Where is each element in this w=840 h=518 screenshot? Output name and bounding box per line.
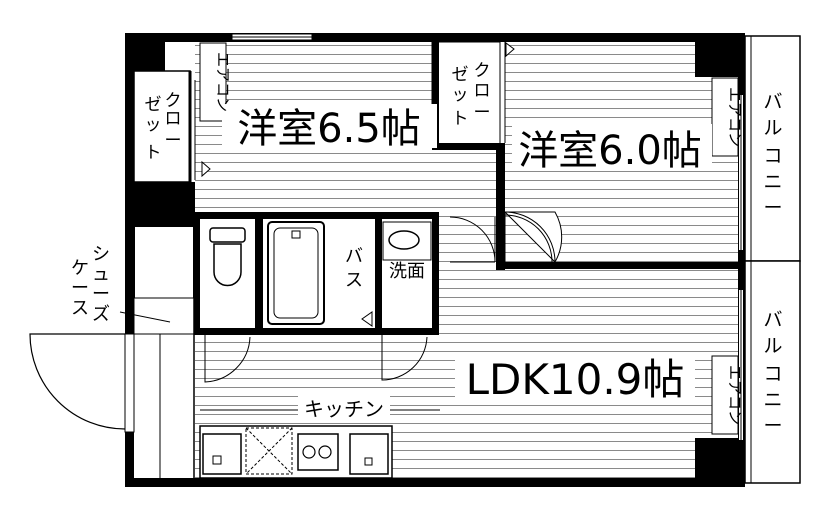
wall-toilet-bath	[255, 212, 263, 335]
outer-wall-bottom	[125, 478, 745, 487]
pillar-left-wall	[125, 182, 135, 298]
outer-wall-left-lower	[125, 432, 134, 487]
closet-mid	[431, 41, 501, 146]
balcony-upper	[744, 35, 801, 262]
closet-left-label: ク ロ ー ゼ ッ ト	[145, 91, 182, 163]
svg-text:シ: シ	[92, 244, 110, 265]
wall-bath-wash	[375, 212, 382, 335]
kitchen-sink	[202, 433, 242, 475]
pillar-top-left	[125, 33, 165, 71]
svg-text:ク: ク	[165, 91, 182, 111]
svg-text:ー: ー	[763, 197, 782, 219]
kitchen-fridge-space	[349, 433, 389, 475]
aircon-box-ldk	[711, 355, 739, 435]
room-label-western-a: 洋室6.5帖	[237, 106, 421, 152]
outer-wall-right	[738, 33, 745, 487]
shoe-case-label: シ ュ ー ズ ケ ー ス	[71, 244, 110, 325]
aircon-label-b: エアコン	[726, 87, 744, 147]
svg-text:ト: ト	[145, 143, 162, 163]
svg-text:ル: ル	[763, 117, 782, 139]
svg-text:ズ: ズ	[92, 304, 110, 325]
closet-mid-label: ク ロ ー ゼ ッ ト	[452, 61, 491, 129]
aircon-label-a: エアコン	[214, 52, 232, 112]
room-label-ldk: LDK10.9帖	[466, 355, 685, 404]
pillar-bottom-right	[695, 438, 745, 487]
washroom-label: 洗面	[389, 261, 425, 282]
wall-mid-v2	[496, 143, 505, 270]
svg-text:ゼ: ゼ	[145, 95, 162, 115]
svg-text:ト: ト	[452, 109, 469, 129]
svg-text:ュ: ュ	[92, 264, 110, 285]
shoe-case-leader	[119, 311, 171, 323]
closet-left	[133, 70, 191, 183]
outer-wall-left-upper	[125, 33, 134, 298]
floor-hall	[435, 150, 505, 262]
wall-b-ldk	[500, 262, 740, 269]
svg-text:ゼ: ゼ	[452, 65, 469, 85]
aircon-box-a	[199, 42, 227, 122]
balcony-lower	[744, 260, 801, 484]
svg-text:ニ: ニ	[763, 389, 782, 411]
svg-text:バ: バ	[763, 91, 782, 113]
wall-mid-h	[432, 143, 505, 150]
outer-wall-top	[125, 33, 745, 42]
svg-text:コ: コ	[763, 363, 782, 385]
svg-text:ー: ー	[71, 278, 89, 299]
svg-text:バ: バ	[763, 309, 782, 331]
toilet-bowl	[213, 243, 242, 287]
aircon-box-b	[711, 77, 739, 157]
wall-mid-v1	[432, 42, 439, 150]
shoe-case	[133, 297, 195, 335]
svg-text:ケ: ケ	[71, 258, 89, 279]
door-toilet	[204, 335, 251, 383]
wall-wet-top	[193, 212, 438, 219]
svg-text:ッ: ッ	[145, 115, 162, 135]
entrance-door	[29, 333, 126, 430]
svg-text:ー: ー	[763, 415, 782, 437]
svg-text:ー: ー	[474, 103, 491, 123]
wall-wet-left	[193, 212, 200, 335]
bath-label-2: ス	[345, 270, 363, 291]
wall-wet-bottom	[193, 328, 438, 335]
pillar-top-right	[695, 33, 745, 77]
svg-text:ッ: ッ	[452, 85, 469, 105]
toilet-tank	[209, 227, 246, 243]
balcony-label-upper: バ ル コ ニ ー	[763, 91, 782, 219]
door-washroom	[381, 335, 428, 381]
aircon-label-ldk: エアコン	[726, 365, 744, 425]
svg-text:ル: ル	[763, 335, 782, 357]
balcony-label-lower: バ ル コ ニ ー	[763, 309, 782, 437]
svg-text:ク: ク	[474, 61, 491, 81]
kitchen-label: キッチン	[304, 397, 384, 421]
room-label-western-b: 洋室6.0帖	[518, 128, 702, 174]
svg-text:コ: コ	[763, 145, 782, 167]
svg-text:ニ: ニ	[763, 171, 782, 193]
svg-text:ー: ー	[92, 284, 110, 305]
wall-wet-right	[432, 212, 439, 335]
svg-text:ス: ス	[71, 298, 89, 319]
svg-text:ロ: ロ	[474, 81, 491, 101]
svg-text:ー: ー	[165, 131, 182, 151]
bath-label-1: バ	[345, 246, 363, 267]
pillar-mid-left	[125, 182, 195, 227]
svg-text:ロ: ロ	[165, 109, 182, 129]
